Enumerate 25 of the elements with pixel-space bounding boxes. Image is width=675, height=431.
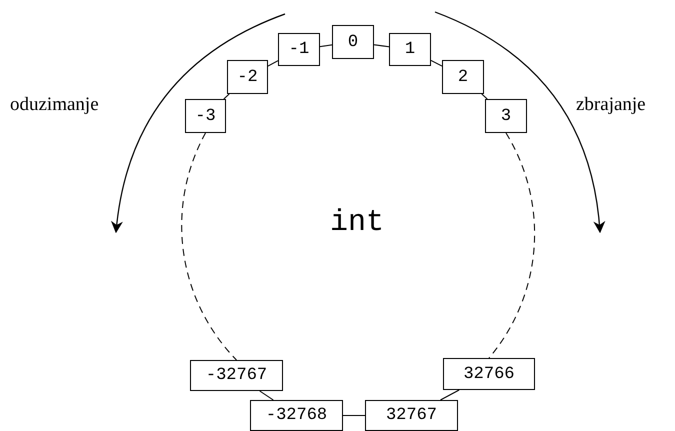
value-box: -3 — [185, 99, 226, 133]
direction-label: zbrajanje — [576, 94, 646, 116]
value-box: 32766 — [443, 358, 535, 390]
direction-label: oduzimanje — [10, 94, 99, 116]
connector-line — [268, 60, 278, 67]
value-box: 1 — [389, 33, 431, 66]
value-box: -1 — [278, 33, 320, 66]
connector-line — [259, 390, 274, 400]
value-box: -32767 — [190, 360, 283, 391]
type-label: int — [330, 206, 384, 240]
value-box: -2 — [227, 60, 268, 94]
connector-line — [430, 60, 442, 67]
value-box: 3 — [485, 99, 527, 133]
connector-line — [320, 44, 332, 48]
connector-line — [342, 415, 366, 416]
value-box: 2 — [442, 60, 484, 94]
connector-line — [481, 94, 488, 100]
value-box: 0 — [332, 25, 374, 59]
value-box: -32768 — [250, 400, 343, 431]
connector-line — [181, 132, 237, 360]
connector-line — [440, 390, 460, 400]
connector-line — [374, 44, 390, 48]
connector-line — [488, 132, 535, 358]
connector-line — [223, 94, 230, 100]
value-box: 32767 — [365, 400, 458, 431]
